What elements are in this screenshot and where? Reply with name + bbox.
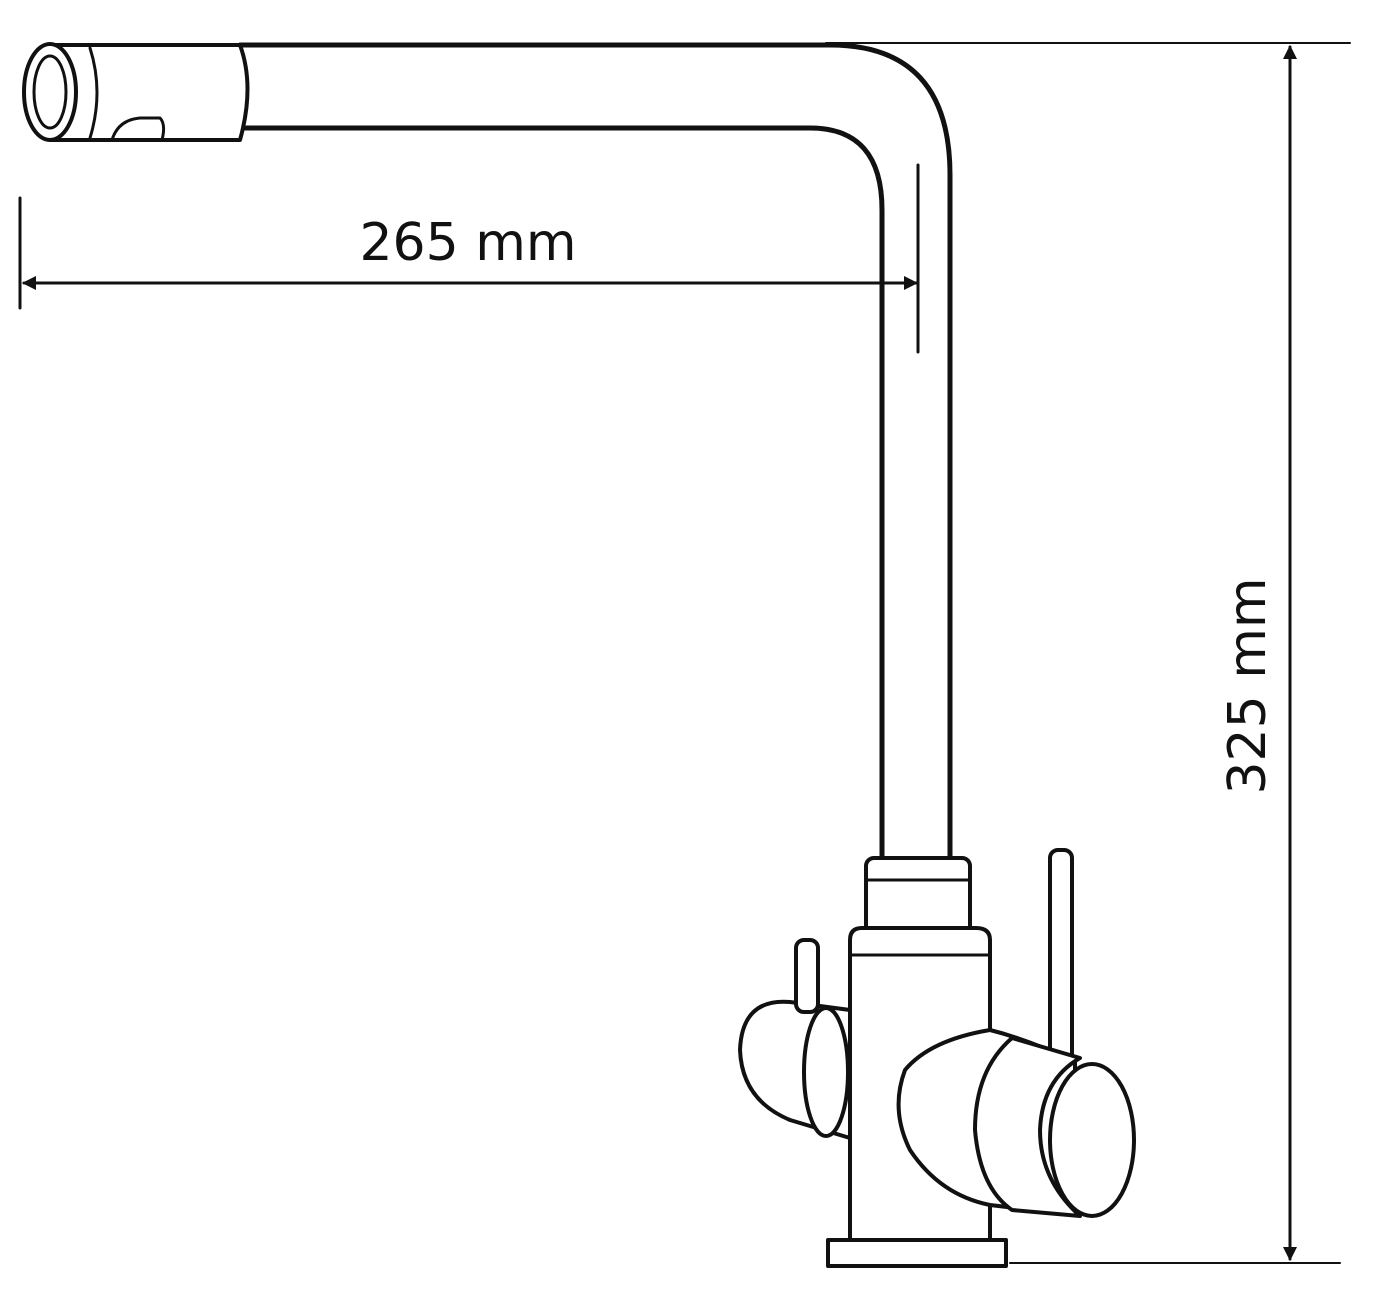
height-label: 325 mm	[1218, 577, 1278, 794]
column-collar	[864, 856, 972, 942]
nozzle-notch	[110, 116, 166, 142]
right-handle-cap	[1048, 1062, 1136, 1218]
spout	[237, 42, 953, 868]
nozzle-ring-outer	[22, 42, 78, 142]
reach-dimension: 265 mm	[18, 196, 918, 310]
reach-label: 265 mm	[359, 213, 576, 273]
nozzle-sleeve-line	[88, 46, 99, 140]
left-handle-cap	[802, 1006, 850, 1138]
left-lever	[794, 938, 820, 1014]
right-lever	[1048, 848, 1074, 1067]
nozzle-ring-inner	[32, 54, 68, 130]
nozzle-body	[48, 43, 250, 142]
spout-outer-edge	[237, 42, 953, 868]
spout-nozzle	[22, 42, 250, 142]
right-handle	[896, 848, 1136, 1218]
spout-inner-edge	[237, 125, 885, 868]
right-handle-sleeve	[973, 1036, 1082, 1218]
left-handle	[738, 938, 852, 1140]
base-plate	[826, 1238, 1008, 1268]
height-dimension: 325 mm	[825, 42, 1351, 1264]
